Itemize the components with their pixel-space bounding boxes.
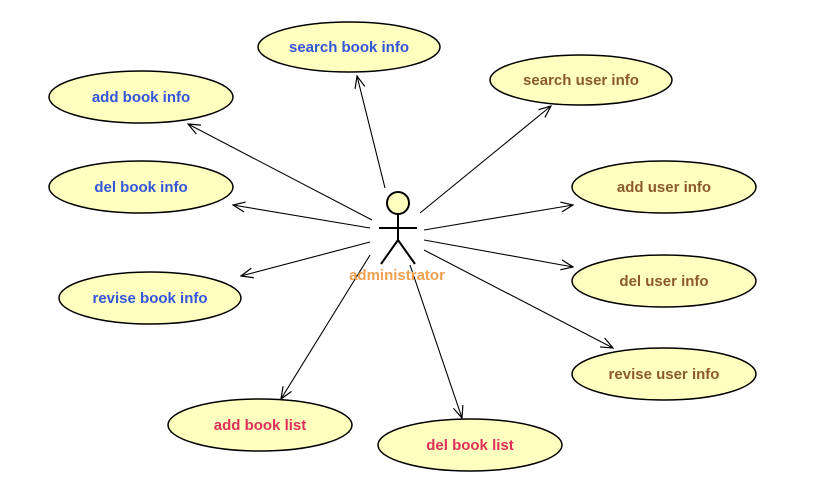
use-case-del-user-info[interactable]: del user info bbox=[571, 254, 757, 308]
actor-head bbox=[386, 191, 410, 215]
assoc-del-user-info bbox=[423, 239, 573, 267]
assoc-search-book-info bbox=[357, 76, 386, 189]
use-case-revise-book-info[interactable]: revise book info bbox=[58, 271, 242, 325]
assoc-add-book-info bbox=[188, 124, 373, 221]
use-case-add-book-list[interactable]: add book list bbox=[167, 398, 353, 452]
use-case-label: add user info bbox=[617, 179, 711, 196]
use-case-add-user-info[interactable]: add user info bbox=[571, 160, 757, 214]
use-case-revise-user-info[interactable]: revise user info bbox=[571, 347, 757, 401]
assoc-add-user-info bbox=[423, 205, 573, 231]
assoc-del-book-list bbox=[409, 264, 462, 418]
use-case-ellipse bbox=[489, 54, 673, 106]
use-case-ellipse bbox=[48, 160, 234, 214]
use-case-label: add book list bbox=[214, 417, 307, 434]
use-case-search-book-info[interactable]: search book info bbox=[257, 21, 441, 73]
use-case-label: search book info bbox=[289, 39, 409, 56]
use-case-ellipse bbox=[58, 271, 242, 325]
use-case-del-book-list[interactable]: del book list bbox=[377, 418, 563, 472]
actor-left-leg bbox=[380, 239, 399, 265]
use-case-ellipse bbox=[167, 398, 353, 452]
assoc-search-user-info bbox=[419, 106, 551, 214]
assoc-revise-user-info bbox=[423, 249, 613, 348]
associations bbox=[188, 76, 613, 418]
use-case-label: add book info bbox=[92, 89, 190, 106]
assoc-revise-book-info bbox=[241, 241, 371, 276]
use-case-ellipse bbox=[377, 418, 563, 472]
actor-label: administrator bbox=[349, 267, 445, 284]
use-case-del-book-info[interactable]: del book info bbox=[48, 160, 234, 214]
use-case-ellipse bbox=[571, 254, 757, 308]
use-case-add-book-info[interactable]: add book info bbox=[48, 70, 234, 124]
use-case-label: del book list bbox=[426, 437, 514, 454]
assoc-del-book-info bbox=[233, 205, 371, 229]
use-case-ellipse bbox=[571, 347, 757, 401]
use-case-label: revise user info bbox=[609, 366, 720, 383]
use-case-ellipse bbox=[48, 70, 234, 124]
use-case-ellipse bbox=[571, 160, 757, 214]
use-case-label: del book info bbox=[94, 179, 187, 196]
use-case-label: del user info bbox=[619, 273, 708, 290]
use-case-label: search user info bbox=[523, 72, 639, 89]
use-case-search-user-info[interactable]: search user info bbox=[489, 54, 673, 106]
use-case-label: revise book info bbox=[92, 290, 207, 307]
assoc-add-book-list bbox=[281, 254, 371, 399]
use-case-ellipse bbox=[257, 21, 441, 73]
actor-administrator[interactable] bbox=[379, 191, 417, 265]
actor-right-leg bbox=[397, 239, 416, 265]
